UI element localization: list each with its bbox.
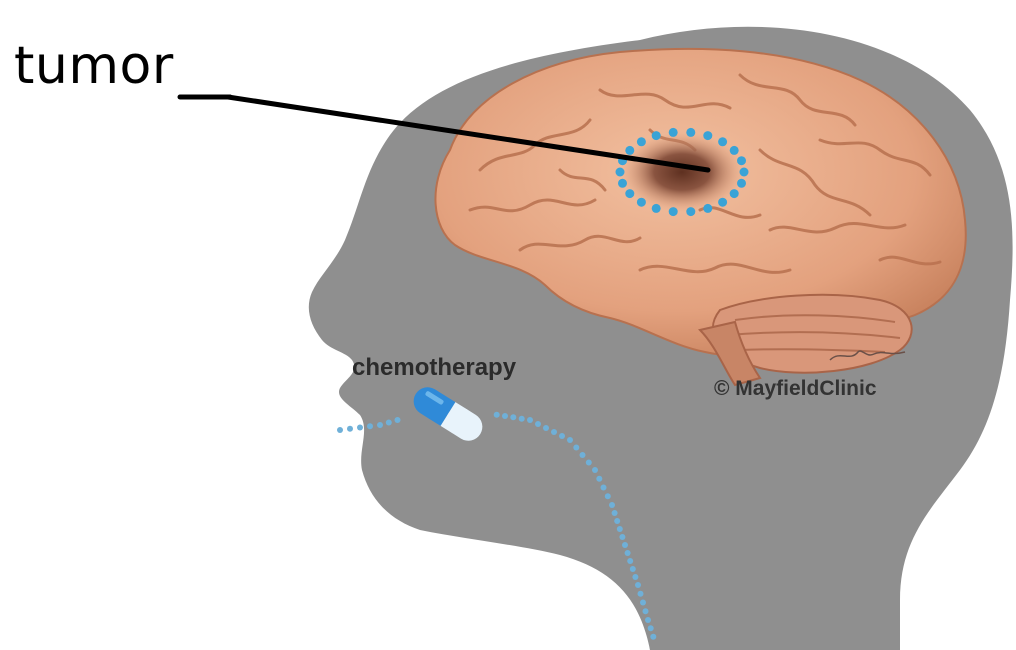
tumor-ring-dot bbox=[740, 168, 749, 177]
tumor-ring-dot bbox=[618, 179, 627, 188]
drug-path-dot bbox=[614, 518, 620, 524]
drug-path-dot bbox=[337, 427, 343, 433]
tumor-ring-dot bbox=[718, 137, 727, 146]
copyright-label: © MayfieldClinic bbox=[714, 378, 877, 399]
tumor-ring-dot bbox=[730, 146, 739, 155]
drug-path-dot bbox=[645, 617, 651, 623]
tumor-ring-dot bbox=[686, 128, 695, 137]
tumor-ring-dot bbox=[737, 179, 746, 188]
drug-path-dot bbox=[622, 542, 628, 548]
drug-path-dot bbox=[592, 467, 598, 473]
tumor-label: tumor bbox=[14, 40, 174, 92]
tumor-ring-dot bbox=[625, 146, 634, 155]
tumor-ring-dot bbox=[669, 128, 678, 137]
tumor-ring-dot bbox=[718, 198, 727, 207]
drug-path-dot bbox=[551, 429, 557, 435]
drug-path-dot bbox=[527, 417, 533, 423]
drug-path-dot bbox=[502, 413, 508, 419]
drug-path-dot bbox=[601, 485, 607, 491]
chemotherapy-label: chemotherapy bbox=[352, 356, 516, 380]
drug-path-dot bbox=[627, 558, 633, 564]
drug-path-dot bbox=[619, 534, 625, 540]
drug-path-dot bbox=[635, 582, 641, 588]
tumor-ring-dot bbox=[637, 137, 646, 146]
drug-path-dot bbox=[543, 425, 549, 431]
tumor-ring-dot bbox=[703, 131, 712, 140]
drug-path-dot bbox=[586, 460, 592, 466]
tumor-ring-dot bbox=[652, 131, 661, 140]
tumor-ring-dot bbox=[703, 204, 712, 213]
drug-path-dot bbox=[519, 416, 525, 422]
drug-path-dot bbox=[596, 476, 602, 482]
tumor-ring-dot bbox=[669, 207, 678, 216]
drug-path-dot bbox=[535, 421, 541, 427]
drug-path-dot bbox=[357, 425, 363, 431]
drug-path-dot bbox=[510, 414, 516, 420]
drug-path-dot bbox=[630, 566, 636, 572]
drug-path-dot bbox=[640, 600, 646, 606]
drug-path-dot bbox=[632, 574, 638, 580]
drug-path-dot bbox=[650, 634, 656, 640]
drug-path-dot bbox=[609, 502, 615, 508]
drug-path-dot bbox=[648, 625, 654, 631]
drug-path-dot bbox=[494, 412, 500, 418]
drug-path-dot bbox=[625, 550, 631, 556]
drug-path-dot bbox=[638, 591, 644, 597]
drug-path-dot bbox=[377, 422, 383, 428]
drug-path-dot bbox=[567, 437, 573, 443]
tumor-ring-dot bbox=[737, 156, 746, 165]
drug-path-dot bbox=[643, 608, 649, 614]
drug-path-dot bbox=[573, 445, 579, 451]
drug-path-dot bbox=[367, 423, 373, 429]
drug-path-dot bbox=[605, 493, 611, 499]
tumor-ring-dot bbox=[652, 204, 661, 213]
drug-path-dot bbox=[395, 417, 401, 423]
tumor-ring-dot bbox=[625, 189, 634, 198]
tumor-ring-dot bbox=[637, 198, 646, 207]
tumor-ring-dot bbox=[616, 168, 625, 177]
tumor-ring-dot bbox=[686, 207, 695, 216]
drug-path-dot bbox=[386, 420, 392, 426]
drug-path-dot bbox=[559, 433, 565, 439]
drug-path-dot bbox=[347, 426, 353, 432]
drug-path-dot bbox=[580, 452, 586, 458]
tumor-ring-dot bbox=[730, 189, 739, 198]
drug-path-dot bbox=[617, 526, 623, 532]
drug-path-dot bbox=[612, 510, 618, 516]
